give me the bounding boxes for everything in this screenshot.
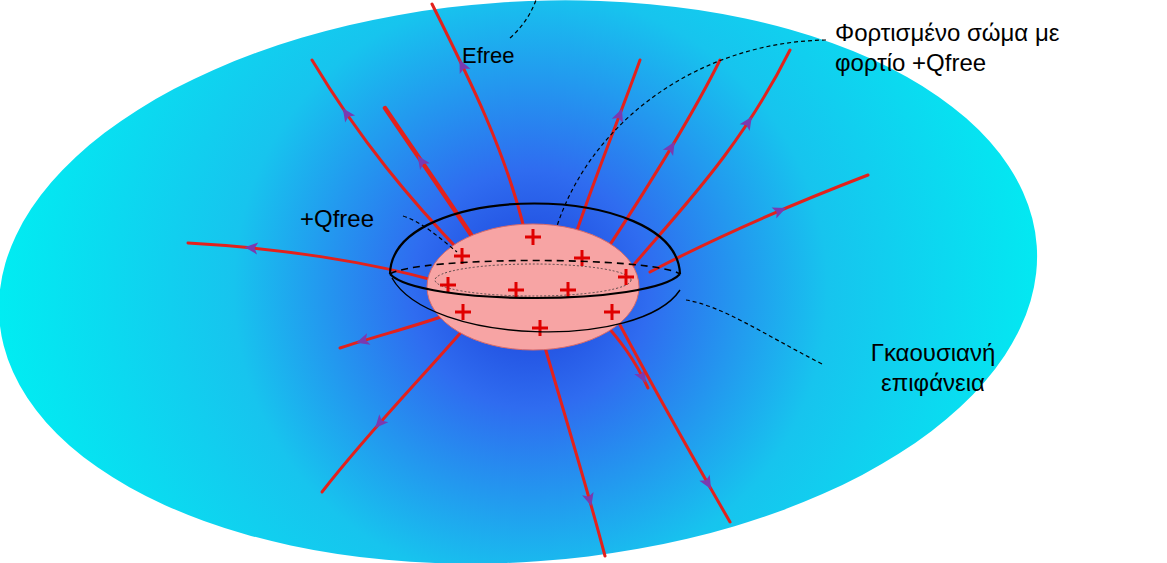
plus-charge [508,282,524,298]
surface-label: Γκαουσιανή επιφάνεια [828,338,1038,398]
body-equator [435,264,631,296]
field-arrowhead [772,202,789,218]
field-label: Efree [462,42,552,70]
plus-charge [604,304,620,320]
field-arrowhead [338,105,355,123]
plus-charge [618,269,634,285]
field-arrowhead [244,241,258,254]
field-arrowhead [663,139,680,156]
field-arrowhead [612,107,628,123]
field-line [322,322,470,492]
field-line [650,175,868,272]
plus-charge [574,250,590,266]
charge-signs [440,229,634,336]
leader-line [557,40,826,226]
field-line [188,243,440,282]
leader-line [686,300,822,364]
field-arrowhead [413,152,430,170]
field-line [620,325,730,522]
gaussian-surface-lower [392,278,680,332]
field-arrowhead [355,333,371,348]
plus-charge [560,282,576,298]
gaussian-surface-back [390,261,680,275]
charge-label: +Qfree [300,204,410,234]
field-line [540,330,605,556]
plus-charge [440,277,456,293]
leader-line [510,0,536,38]
field-arrowhead [740,113,757,130]
gaussian-surface-dome [390,204,680,275]
field-line [625,50,790,275]
field-arrowhead [582,492,597,508]
plus-charge [532,320,548,336]
gaussian-surface-front [390,274,680,298]
body-label: Φορτισμένο σώμα με φορτίο +Qfree [835,18,1135,78]
plus-charge [455,304,471,320]
field-line [590,60,720,275]
dielectric-region [0,0,1056,563]
field-arrowhead [371,414,389,432]
field-line [340,312,455,348]
plus-charge [525,229,541,245]
leader-line [403,216,457,252]
field-arrowhead [699,475,716,492]
plus-charge [454,248,470,264]
field-lines [188,4,868,556]
